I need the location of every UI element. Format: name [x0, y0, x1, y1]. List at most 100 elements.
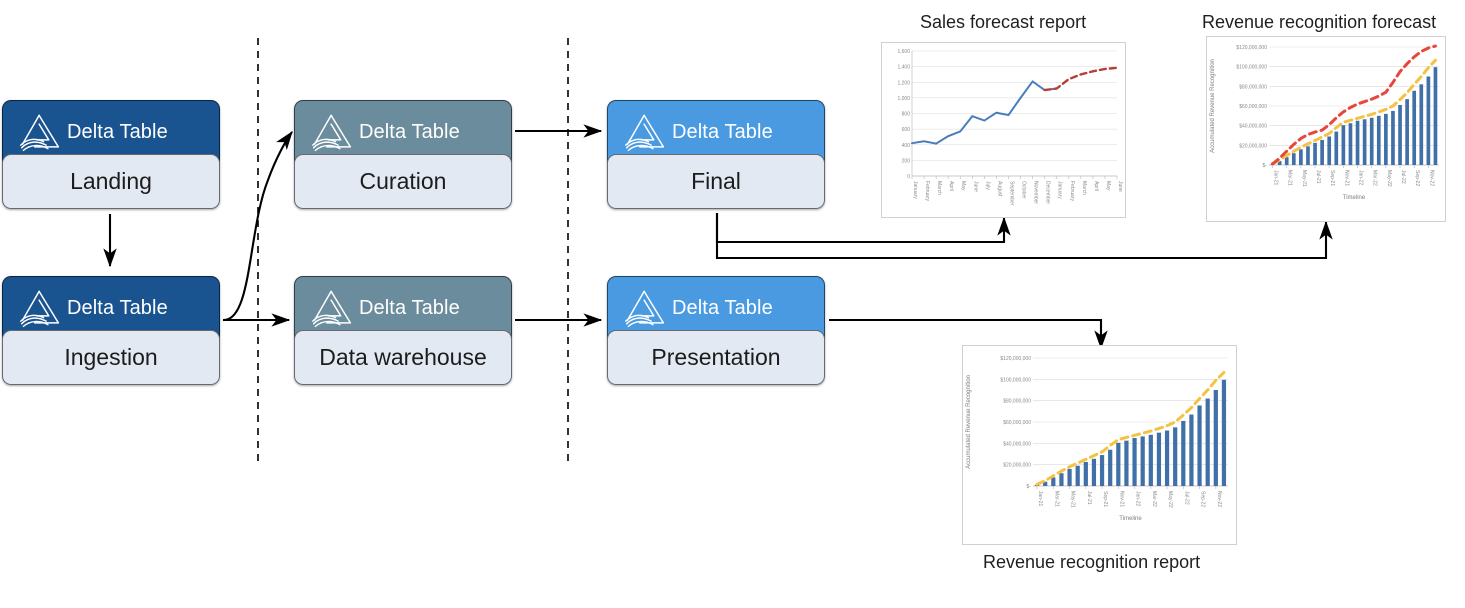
svg-text:May-21: May-21 [1301, 170, 1307, 187]
svg-text:June: June [972, 181, 978, 192]
svg-text:December: December [1045, 181, 1051, 204]
connector-present-to-revenue-report [829, 318, 1108, 350]
svg-text:$120,000,000: $120,000,000 [1000, 356, 1031, 362]
svg-text:Sep-21: Sep-21 [1329, 170, 1335, 186]
svg-text:June: June [1117, 181, 1123, 192]
node-curation-body: Curation [294, 154, 512, 209]
node-curation-title: Delta Table [359, 120, 460, 143]
svg-text:May-22: May-22 [1167, 491, 1173, 508]
svg-text:Nov-22: Nov-22 [1216, 491, 1222, 507]
node-curation[interactable]: Delta Table Curation [294, 100, 512, 209]
delta-lake-logo [312, 114, 352, 152]
node-curation-header: Delta Table [294, 100, 512, 163]
revenue-forecast-plot: $-$20,000,000$40,000,000$60,000,000$80,0… [1210, 44, 1439, 201]
svg-text:Nov-21: Nov-21 [1118, 491, 1124, 507]
svg-text:March: March [936, 181, 942, 195]
svg-text:Jul-21: Jul-21 [1086, 491, 1092, 505]
sales-forecast-plot: 02004006008001,0001,2001,4001,600January… [897, 49, 1123, 206]
svg-text:$100,000,000: $100,000,000 [1000, 377, 1031, 383]
svg-text:Mar-22: Mar-22 [1372, 170, 1378, 186]
delta-lake-logo [625, 290, 665, 328]
svg-text:600: 600 [902, 127, 911, 133]
node-data-warehouse[interactable]: Delta Table Data warehouse [294, 276, 512, 385]
delta-lake-logo [20, 114, 60, 152]
svg-text:Jul-22: Jul-22 [1183, 491, 1189, 505]
svg-text:0: 0 [907, 174, 910, 180]
svg-text:$-: $- [1263, 163, 1268, 169]
svg-text:$80,000,000: $80,000,000 [1003, 399, 1031, 405]
svg-text:1,000: 1,000 [897, 96, 910, 102]
svg-text:Nov-22: Nov-22 [1428, 170, 1434, 186]
svg-text:$80,000,000: $80,000,000 [1239, 84, 1267, 90]
delta-lake-logo [625, 114, 665, 152]
svg-text:$60,000,000: $60,000,000 [1003, 420, 1031, 426]
node-data-warehouse-header: Delta Table [294, 276, 512, 339]
svg-text:Nov-21: Nov-21 [1343, 170, 1349, 186]
svg-text:Jan-21: Jan-21 [1037, 491, 1043, 507]
node-presentation-title: Delta Table [672, 296, 773, 319]
chart-revenue-forecast[interactable]: $-$20,000,000$40,000,000$60,000,000$80,0… [1206, 36, 1446, 222]
svg-text:Accumulated Revenue Recognitio: Accumulated Revenue Recognition [966, 375, 972, 469]
node-final-label: Final [691, 168, 741, 194]
svg-text:January: January [912, 181, 918, 199]
svg-text:August: August [996, 181, 1002, 197]
svg-text:Jan-22: Jan-22 [1135, 491, 1141, 507]
svg-text:September: September [1008, 181, 1014, 206]
svg-text:1,600: 1,600 [897, 49, 910, 55]
svg-text:Jul-22: Jul-22 [1400, 170, 1406, 184]
node-final-header: Delta Table [607, 100, 825, 163]
svg-text:November: November [1033, 181, 1039, 204]
svg-text:1,400: 1,400 [897, 65, 910, 71]
delta-lake-logo [312, 290, 352, 328]
svg-text:Mar-21: Mar-21 [1287, 170, 1293, 186]
node-ingestion[interactable]: Delta Table Ingestion [2, 276, 220, 385]
svg-text:$100,000,000: $100,000,000 [1236, 65, 1267, 71]
svg-text:$-: $- [1027, 484, 1032, 490]
svg-text:July: July [984, 181, 990, 190]
sales-forecast-caption: Sales forecast report [920, 12, 1087, 32]
svg-text:Sep-22: Sep-22 [1200, 491, 1206, 507]
node-presentation[interactable]: Delta Table Presentation [607, 276, 825, 385]
svg-text:Jul-21: Jul-21 [1315, 170, 1321, 184]
revenue-report-plot: $- $20,000,000 $40,000,000 $60,000,000 $80,0… [966, 356, 1228, 522]
svg-text:Jan-22: Jan-22 [1358, 170, 1364, 186]
node-data-warehouse-label: Data warehouse [319, 344, 487, 370]
svg-text:200: 200 [902, 158, 911, 164]
svg-text:April: April [948, 181, 954, 191]
svg-text:May: May [960, 181, 966, 191]
svg-text:May-22: May-22 [1386, 170, 1392, 187]
node-ingestion-body: Ingestion [2, 330, 220, 385]
svg-text:Accumulated Revenue Recognitio: Accumulated Revenue Recognition [1210, 59, 1216, 153]
svg-text:$60,000,000: $60,000,000 [1239, 104, 1267, 110]
svg-text:January: January [1057, 181, 1063, 199]
svg-text:400: 400 [902, 143, 911, 149]
svg-text:April: April [1093, 181, 1099, 191]
node-presentation-label: Presentation [651, 344, 781, 370]
node-landing-label: Landing [70, 168, 152, 194]
node-presentation-header: Delta Table [607, 276, 825, 339]
svg-text:$40,000,000: $40,000,000 [1003, 441, 1031, 447]
svg-text:February: February [924, 181, 930, 202]
revenue-report-caption: Revenue recognition report [983, 552, 1201, 572]
node-landing-header: Delta Table [2, 100, 220, 163]
svg-text:March: March [1081, 181, 1087, 195]
svg-text:$20,000,000: $20,000,000 [1003, 463, 1031, 469]
node-data-warehouse-title: Delta Table [359, 296, 460, 319]
svg-text:Mar-21: Mar-21 [1053, 491, 1059, 507]
node-final-title: Delta Table [672, 120, 773, 143]
node-final[interactable]: Delta Table Final [607, 100, 825, 209]
svg-text:May: May [1105, 181, 1111, 191]
node-landing[interactable]: Delta Table Landing [2, 100, 220, 209]
svg-text:October: October [1021, 181, 1027, 199]
node-ingestion-label: Ingestion [64, 344, 158, 370]
svg-text:$120,000,000: $120,000,000 [1236, 45, 1267, 51]
svg-text:Jan-21: Jan-21 [1273, 170, 1279, 186]
connector-ingestion-to-curation [222, 130, 293, 322]
node-final-body: Final [607, 154, 825, 209]
chart-revenue-report[interactable]: $- $20,000,000 $40,000,000 $60,000,000 $80,0… [962, 345, 1237, 545]
svg-text:1,200: 1,200 [897, 80, 910, 86]
svg-text:Timeline: Timeline [1119, 516, 1142, 522]
svg-text:Sep-22: Sep-22 [1414, 170, 1420, 186]
